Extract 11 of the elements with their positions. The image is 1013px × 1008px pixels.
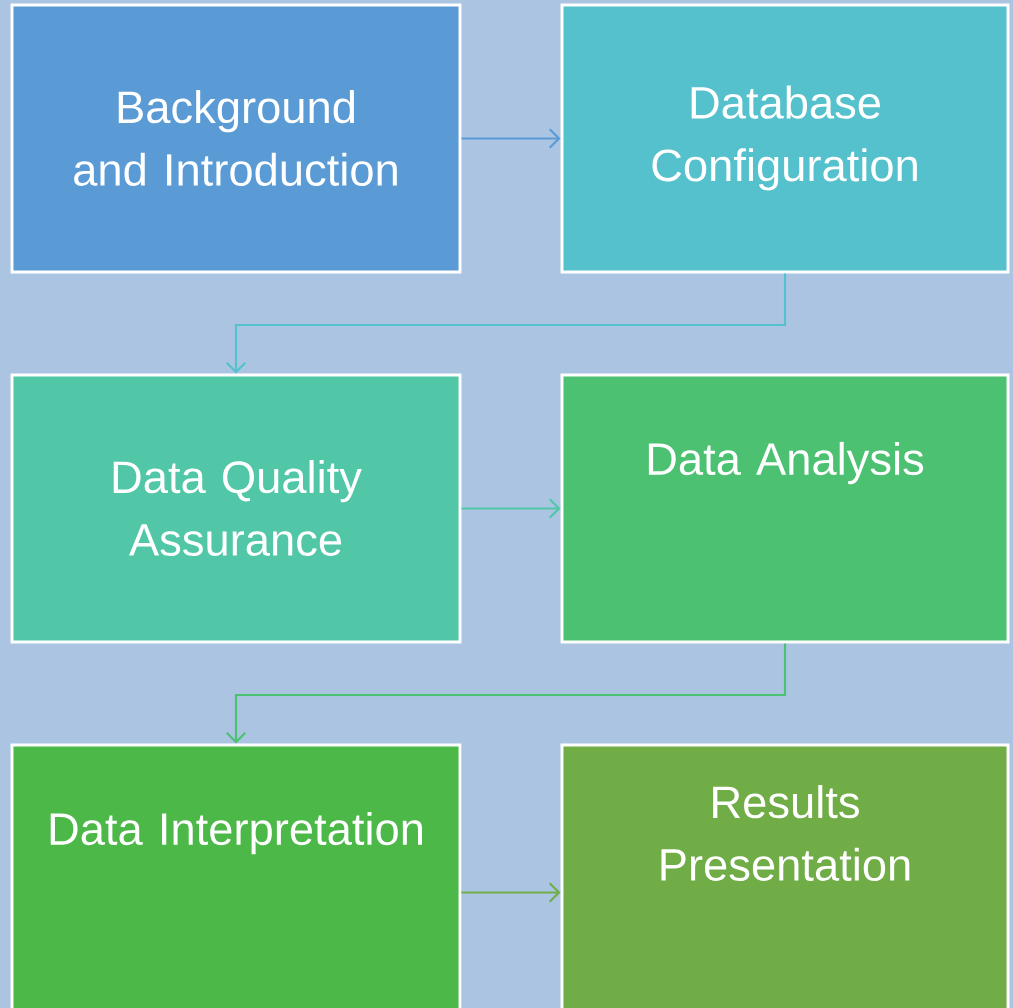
process-box: Database Configuration [560, 3, 1010, 274]
process-box: Data Analysis [560, 373, 1010, 644]
process-box: Results Presentation [560, 743, 1010, 1008]
arrow [461, 498, 561, 519]
arrow [461, 882, 561, 903]
process-box: Data Interpretation [10, 743, 462, 1008]
arrow [225, 643, 787, 744]
arrow [225, 273, 787, 374]
arrow [461, 128, 561, 149]
process-box: Background and Introduction [10, 3, 462, 274]
process-box: Data Quality Assurance [10, 373, 462, 644]
